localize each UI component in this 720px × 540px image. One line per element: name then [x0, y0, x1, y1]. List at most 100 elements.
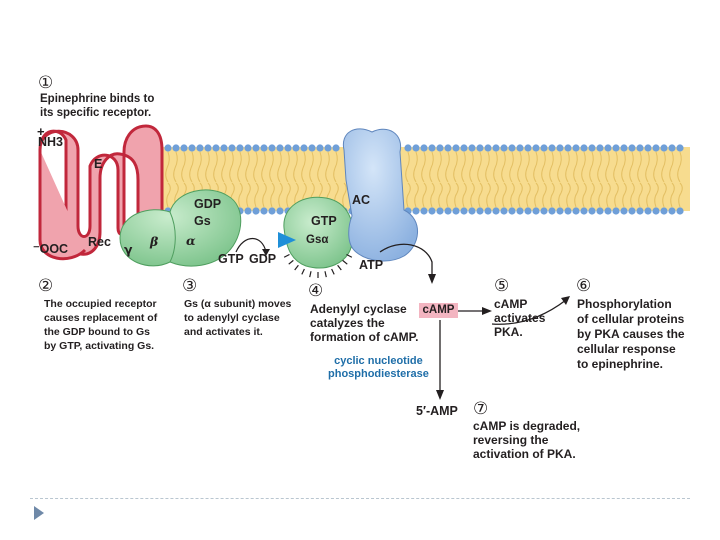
step-5-number: ⑤	[494, 276, 510, 296]
phospholipid-head	[484, 144, 492, 152]
phospholipid-tail	[589, 151, 594, 183]
phospholipid-tail	[558, 182, 563, 208]
phospholipid-tail	[414, 182, 419, 208]
phospholipid-head	[644, 207, 652, 215]
phospholipid-head	[500, 207, 508, 215]
phospholipid-head	[428, 144, 436, 152]
phospholipid-head	[492, 144, 500, 152]
phospholipid-tail	[469, 151, 474, 183]
receptor-rec	[38, 124, 166, 261]
phospholipid-tail	[429, 151, 434, 183]
phospholipid-head	[236, 144, 244, 152]
phospholipid-tail	[606, 182, 611, 208]
phospholipid-tail	[462, 182, 467, 208]
phospholipid-head	[276, 207, 284, 215]
phospholipid-tail	[278, 182, 283, 208]
pka-to-response-arrowhead	[561, 296, 570, 305]
phospholipid-head	[252, 207, 260, 215]
phospholipid-tail	[678, 182, 683, 208]
phospholipid-tail	[582, 182, 587, 208]
plus-charge-label: +	[37, 124, 45, 139]
phospholipid-head	[540, 207, 548, 215]
phospholipid-tail	[486, 182, 491, 208]
gdp-bound-label: GDP	[194, 197, 222, 211]
phosphodiesterase-label: cyclic nucleotide phosphodiesterase	[328, 355, 429, 380]
phospholipid-head	[676, 144, 684, 152]
g-alpha-ray	[301, 268, 305, 275]
g-protein-heterotrimer	[119, 189, 242, 267]
phospholipid-tail	[253, 151, 258, 183]
phospholipid-tail	[294, 182, 299, 208]
phospholipid-tail	[525, 151, 530, 183]
phospholipid-tail	[638, 182, 643, 208]
phospholipid-tail	[286, 182, 291, 208]
phospholipid-head	[244, 144, 252, 152]
phospholipid-tail	[445, 151, 450, 183]
phospholipid-head	[492, 207, 500, 215]
phospholipid-tail	[269, 151, 274, 183]
gtp-label: GTP	[218, 252, 244, 266]
phospholipid-tail	[533, 151, 538, 183]
phospholipid-head	[476, 144, 484, 152]
phospholipid-head	[524, 144, 532, 152]
phospholipid-head	[564, 144, 572, 152]
phospholipid-tail	[421, 151, 426, 183]
phospholipid-head	[452, 144, 460, 152]
phospholipid-tail	[333, 151, 338, 183]
phospholipid-tail	[254, 182, 259, 208]
phospholipid-tail	[470, 182, 475, 208]
atp-label: ATP	[359, 258, 384, 272]
phospholipid-tail	[478, 182, 483, 208]
phospholipid-tail	[502, 182, 507, 208]
phospholipid-tail	[565, 151, 570, 183]
phospholipid-tail	[549, 151, 554, 183]
slide-bullet-icon	[34, 506, 44, 520]
phospholipid-tail	[285, 151, 290, 183]
phospholipid-tail	[301, 151, 306, 183]
phospholipid-head	[644, 144, 652, 152]
phospholipid-tail	[277, 151, 282, 183]
phospholipid-tail	[574, 182, 579, 208]
phospholipid-head	[516, 144, 524, 152]
phospholipid-tail	[677, 151, 682, 183]
phospholipid-tail	[446, 182, 451, 208]
phospholipid-head	[228, 144, 236, 152]
nh3-label: NH3	[38, 135, 64, 149]
phospholipid-tail	[406, 182, 411, 208]
rec-label: Rec	[88, 235, 111, 249]
phospholipid-head	[428, 207, 436, 215]
phospholipid-head	[268, 207, 276, 215]
phospholipid-head	[596, 207, 604, 215]
alpha-label: α	[186, 233, 196, 248]
phospholipid-head	[500, 144, 508, 152]
phospholipid-head	[628, 144, 636, 152]
camp-to-pka-arrowhead	[482, 307, 492, 315]
phospholipid-tail	[654, 182, 659, 208]
phospholipid-head	[540, 144, 548, 152]
gtp-gdp-exchange-arrowhead	[262, 249, 270, 256]
step-6-number: ⑥	[576, 276, 592, 296]
phospholipid-head	[420, 144, 428, 152]
phospholipid-tail	[309, 151, 314, 183]
phospholipid-head	[260, 144, 268, 152]
step-1-number: ①	[38, 73, 54, 93]
phospholipid-head	[452, 207, 460, 215]
phospholipid-head	[588, 207, 596, 215]
phospholipid-head	[188, 144, 196, 152]
step-2-number: ②	[38, 276, 54, 296]
phospholipid-head	[180, 144, 188, 152]
phospholipid-tail	[646, 182, 651, 208]
phospholipid-head	[260, 207, 268, 215]
phospholipid-head	[436, 144, 444, 152]
phospholipid-tail	[517, 151, 522, 183]
phospholipid-head	[252, 144, 260, 152]
phospholipid-tail	[557, 151, 562, 183]
phospholipid-head	[468, 207, 476, 215]
phospholipid-head	[564, 207, 572, 215]
phospholipid-tail	[325, 151, 330, 183]
phospholipid-head	[508, 144, 516, 152]
gdp-label: GDP	[249, 252, 277, 266]
phospholipid-tail	[454, 182, 459, 208]
phospholipid-head	[468, 144, 476, 152]
